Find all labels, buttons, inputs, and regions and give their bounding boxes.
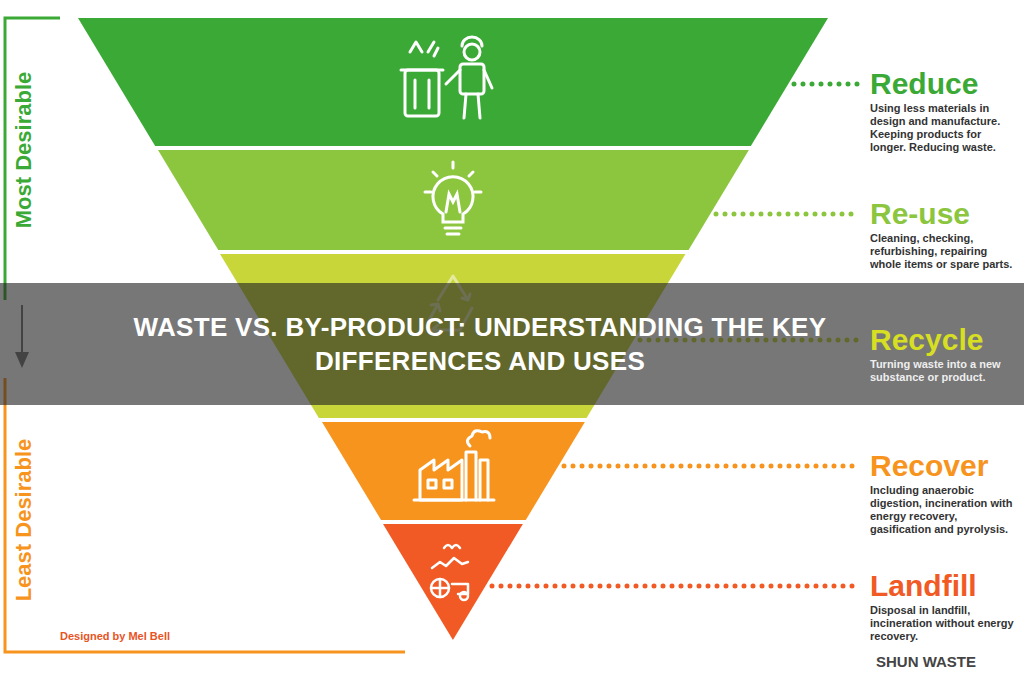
watermark: SHUN WASTE: [872, 652, 980, 672]
band-fill: [220, 254, 685, 418]
bracket-line: [5, 378, 405, 652]
level-heading: Re-use: [870, 196, 970, 232]
leader-line: [794, 82, 858, 87]
leader-line: [564, 464, 858, 469]
band-fill: [322, 422, 585, 520]
hierarchy-band: RecoverIncluding anaerobic digestion, in…: [322, 422, 585, 520]
desirability-label: Most Desirable: [11, 72, 37, 229]
level-description: Cleaning, checking, refurbishing, repair…: [870, 232, 1018, 271]
desirability-label: Least Desirable: [11, 439, 37, 602]
title: WASTE VS. BY-PRODUCT: UNDERSTANDING THE …: [100, 283, 860, 405]
band-fill: [78, 18, 828, 146]
band-shape: [158, 150, 749, 250]
credit-note: Designed by Mel Bell: [60, 630, 170, 643]
leader-line: [492, 584, 858, 589]
level-description: Including anaerobic digestion, incinerat…: [870, 484, 1018, 536]
band-shape: [322, 422, 585, 520]
level-heading: Reduce: [870, 66, 978, 102]
level-heading: Landfill: [870, 568, 977, 604]
level-description: Disposal in landfill, incineration witho…: [870, 604, 1018, 643]
band-fill: [158, 150, 749, 250]
band-fill: [383, 524, 523, 640]
band-shape: [78, 18, 828, 146]
level-description: Using less materials in design and manuf…: [870, 102, 1018, 154]
leader-line: [716, 212, 858, 217]
level-description: Turning waste into a new substance or pr…: [870, 358, 1018, 384]
hierarchy-band: ReduceUsing less materials in design and…: [78, 18, 828, 146]
level-heading: Recycle: [870, 322, 983, 358]
band-shape: [383, 524, 523, 640]
hierarchy-band: LandfillDisposal in landfill, incinerati…: [383, 524, 523, 640]
bracket-line: [5, 18, 60, 300]
level-heading: Recover: [870, 448, 988, 484]
hierarchy-band: Re-useCleaning, checking, refurbishing, …: [158, 150, 749, 250]
